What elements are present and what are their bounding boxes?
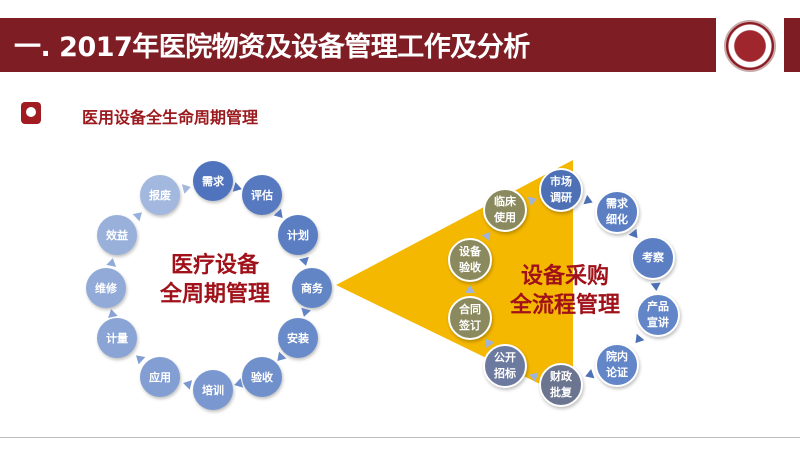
lifecycle-step: 培训 <box>193 370 233 410</box>
lifecycle-step: 效益 <box>97 215 137 255</box>
title-bar <box>0 18 716 72</box>
procurement-step-label: 院内论证 <box>606 349 628 381</box>
title-strip <box>784 18 800 72</box>
procurement-step: 临床使用 <box>483 188 527 232</box>
lifecycle-step: 验收 <box>242 357 282 397</box>
lifecycle-step: 报废 <box>140 175 180 215</box>
procurement-step: 产品宣讲 <box>636 293 680 337</box>
lifecycle-step: 安装 <box>278 318 318 358</box>
lifecycle-center-line1: 医疗设备 <box>170 253 259 278</box>
procurement-step: 市场调研 <box>539 168 583 212</box>
step-label-line: 临床 <box>494 195 516 209</box>
arrow-icon <box>650 282 661 291</box>
step-label-line: 调研 <box>550 191 572 204</box>
lifecycle-step: 计划 <box>278 215 318 255</box>
arrow-icon <box>181 377 192 390</box>
step-label-line: 细化 <box>606 213 628 226</box>
pie-chart-icon <box>21 102 41 124</box>
procurement-step-label: 需求细化 <box>606 196 628 228</box>
step-label-line: 院内 <box>606 350 628 364</box>
procurement-step: 设备验收 <box>448 238 492 282</box>
step-label-line: 产品 <box>647 300 669 314</box>
step-label-line: 需求 <box>606 197 628 211</box>
arrow-icon <box>105 256 118 267</box>
step-label-line: 合同 <box>459 303 481 317</box>
lifecycle-center-line2: 全周期管理 <box>159 281 270 307</box>
lifecycle-center: 医疗设备 全周期管理 <box>150 252 280 309</box>
step-label-line: 招标 <box>494 367 516 380</box>
procurement-step: 合同签订 <box>448 296 492 340</box>
procurement-center-line1: 设备采购 <box>520 264 609 289</box>
lifecycle-step: 评估 <box>242 175 282 215</box>
step-label-line: 公开 <box>494 351 516 365</box>
procurement-step: 财政批复 <box>539 363 583 407</box>
procurement-step-label: 合同签订 <box>459 302 481 334</box>
arrow-icon <box>232 377 243 390</box>
procurement-step-label: 公开招标 <box>494 350 516 382</box>
hospital-logo <box>724 20 776 72</box>
step-label-line: 使用 <box>494 211 516 224</box>
procurement-step: 公开招标 <box>483 344 527 388</box>
step-label-line: 财政 <box>550 370 572 384</box>
procurement-step: 院内论证 <box>595 343 639 387</box>
lifecycle-step: 商务 <box>292 268 332 308</box>
lifecycle-step: 应用 <box>140 357 180 397</box>
step-label-line: 签订 <box>459 319 481 332</box>
section-subtitle: 医用设备全生命周期管理 <box>82 108 259 127</box>
procurement-step-label: 设备验收 <box>459 244 481 276</box>
procurement-center-line2: 全流程管理 <box>509 292 620 318</box>
footer-divider <box>0 437 800 438</box>
procurement-step-label: 产品宣讲 <box>647 299 669 331</box>
procurement-step-label: 市场调研 <box>550 174 572 206</box>
procurement-step: 需求细化 <box>595 190 639 234</box>
lifecycle-step: 维修 <box>86 268 126 308</box>
step-label-line: 验收 <box>459 261 481 274</box>
procurement-step: 考察 <box>631 236 675 280</box>
procurement-step-label: 考察 <box>642 250 664 266</box>
step-label-line: 市场 <box>550 175 572 189</box>
step-label-line: 批复 <box>550 386 572 399</box>
lifecycle-step: 需求 <box>193 161 233 201</box>
procurement-center: 设备采购 全流程管理 <box>500 263 630 320</box>
lifecycle-step: 计量 <box>97 318 137 358</box>
slide-title: 一. 2017年医院物资及设备管理工作及分析 <box>14 32 530 63</box>
arrow-icon <box>465 285 475 293</box>
step-label-line: 考察 <box>642 251 664 265</box>
step-label-line: 设备 <box>459 245 481 259</box>
step-label-line: 宣讲 <box>647 316 669 329</box>
procurement-step-label: 临床使用 <box>494 194 516 226</box>
step-label-line: 论证 <box>606 366 628 379</box>
procurement-step-label: 财政批复 <box>550 369 572 401</box>
